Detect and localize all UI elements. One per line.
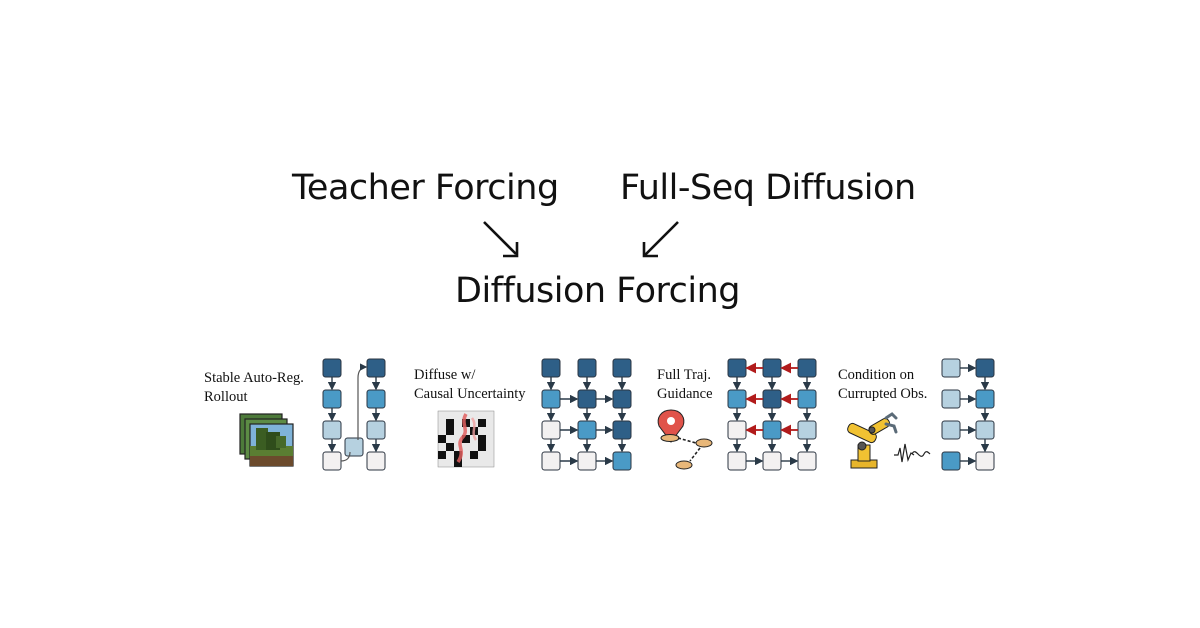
maze-wall: [462, 419, 470, 427]
panel3-label-line2: Guidance: [657, 386, 713, 402]
p4-cell: [941, 420, 961, 440]
maze-wall: [454, 459, 462, 467]
maze-wall: [438, 451, 446, 459]
minecraft-frames-icon: [239, 413, 294, 467]
maze-wall: [454, 451, 462, 459]
p4-cell: [975, 358, 995, 378]
robot-arm-icon: [847, 412, 931, 469]
maze-wall: [462, 435, 470, 443]
p1-col1-cell: [322, 420, 342, 440]
maze-wall: [446, 427, 454, 435]
p3-col2-cell: [762, 389, 782, 409]
maze-wall: [438, 435, 446, 443]
p3-col2-cell: [762, 420, 782, 440]
p3-col3-cell: [797, 358, 817, 378]
p3-col1-cell: [727, 358, 747, 378]
maze-wall: [446, 419, 454, 427]
p1-feedback-cell: [344, 437, 364, 457]
panel1-label-line2: Rollout: [204, 389, 248, 405]
p3-col2-cell: [762, 451, 782, 471]
panel4-label-line1: Condition on: [838, 367, 915, 383]
token-arrows: [327, 362, 990, 466]
p1-feedback-arrow-in: [340, 451, 351, 462]
merge-arrow-left: [483, 221, 519, 258]
p2-col3-cell: [612, 389, 632, 409]
token-grids: [322, 358, 995, 471]
maze-wall: [478, 443, 486, 451]
p1-col2-cell: [366, 358, 386, 378]
panel1-label: Stable Auto-Reg. Rollout: [204, 369, 304, 407]
panel2-label: Diffuse w/ Causal Uncertainty: [414, 366, 526, 404]
panel4-label-line2: Currupted Obs.: [838, 386, 928, 402]
merge-arrow-right: [642, 221, 679, 258]
p2-col2-cell: [577, 420, 597, 440]
p3-col3-cell: [797, 451, 817, 471]
p2-col2-cell: [577, 451, 597, 471]
panel1-label-line1: Stable Auto-Reg.: [204, 370, 304, 386]
p4-cell: [975, 389, 995, 409]
maze-path: [456, 413, 468, 463]
p1-col1-cell: [322, 451, 342, 471]
maze-icon: [437, 410, 495, 468]
maze-wall: [470, 451, 478, 459]
p1-col2-cell: [366, 451, 386, 471]
maze-path-alt: [470, 417, 478, 441]
p3-col3-cell: [797, 420, 817, 440]
p3-col2-cell: [762, 358, 782, 378]
p3-col3-cell: [797, 389, 817, 409]
p4-cell: [941, 389, 961, 409]
p1-col1-cell: [322, 389, 342, 409]
panel2-label-line2: Causal Uncertainty: [414, 386, 526, 402]
title-full-seq-diffusion: Full-Seq Diffusion: [620, 168, 916, 208]
p3-col1-cell: [727, 389, 747, 409]
p4-cell: [941, 358, 961, 378]
p1-col2-cell: [366, 389, 386, 409]
maze-wall: [446, 443, 454, 451]
title-diffusion-forcing: Diffusion Forcing: [455, 271, 740, 311]
p2-col3-cell: [612, 420, 632, 440]
p2-col2-cell: [577, 358, 597, 378]
panel2-label-line1: Diffuse w/: [414, 367, 476, 383]
p1-col1-cell: [322, 358, 342, 378]
p2-col3-cell: [612, 358, 632, 378]
p4-cell: [941, 451, 961, 471]
p2-col1-cell: [541, 358, 561, 378]
p2-col3-cell: [612, 451, 632, 471]
p2-col1-cell: [541, 420, 561, 440]
maze-wall: [478, 435, 486, 443]
p3-col1-cell: [727, 420, 747, 440]
panel3-label: Full Traj. Guidance: [657, 366, 713, 404]
p2-col2-cell: [577, 389, 597, 409]
p4-cell: [975, 420, 995, 440]
maze-wall: [478, 419, 486, 427]
p2-col1-cell: [541, 389, 561, 409]
p2-col1-cell: [541, 451, 561, 471]
panel3-label-line1: Full Traj.: [657, 367, 711, 383]
p3-col1-cell: [727, 451, 747, 471]
title-teacher-forcing: Teacher Forcing: [292, 168, 559, 208]
location-pin-icon: [657, 409, 713, 470]
p4-cell: [975, 451, 995, 471]
p1-feedback-arrow-up: [357, 363, 368, 440]
panel4-label: Condition on Currupted Obs.: [838, 366, 927, 404]
p1-col2-cell: [366, 420, 386, 440]
